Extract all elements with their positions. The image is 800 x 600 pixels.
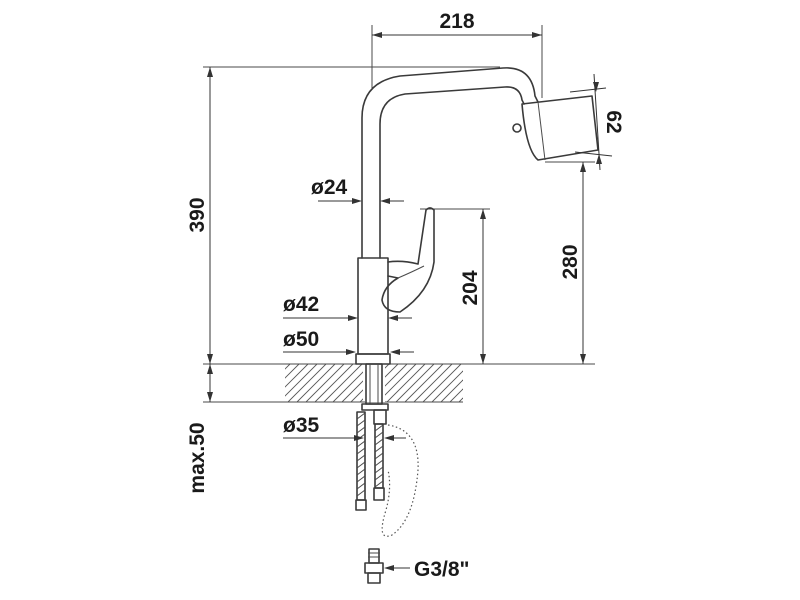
dim-label-g38: G3/8" [414, 558, 469, 581]
dim-label-diameter-42: ø42 [283, 293, 319, 316]
dim-label-diameter-35: ø35 [283, 414, 320, 437]
dimension-lines [207, 32, 613, 571]
dim-label-218: 218 [439, 10, 474, 33]
dimension-labels: 218 62 390 280 204 max.50 ø24 ø42 ø50 ø3… [186, 10, 625, 581]
extension-lines [203, 25, 595, 403]
countertop [285, 363, 463, 403]
dim-label-diameter-24: ø24 [311, 176, 348, 199]
mounting-assembly [355, 363, 419, 537]
g38-connector [364, 548, 384, 584]
dim-label-diameter-50: ø50 [283, 328, 319, 351]
dim-label-280: 280 [559, 244, 582, 279]
dim-label-390: 390 [186, 197, 209, 232]
dim-label-204: 204 [459, 270, 482, 305]
dim-label-max50: max.50 [186, 422, 209, 493]
dim-label-62: 62 [602, 110, 625, 133]
faucet-body [355, 67, 599, 365]
